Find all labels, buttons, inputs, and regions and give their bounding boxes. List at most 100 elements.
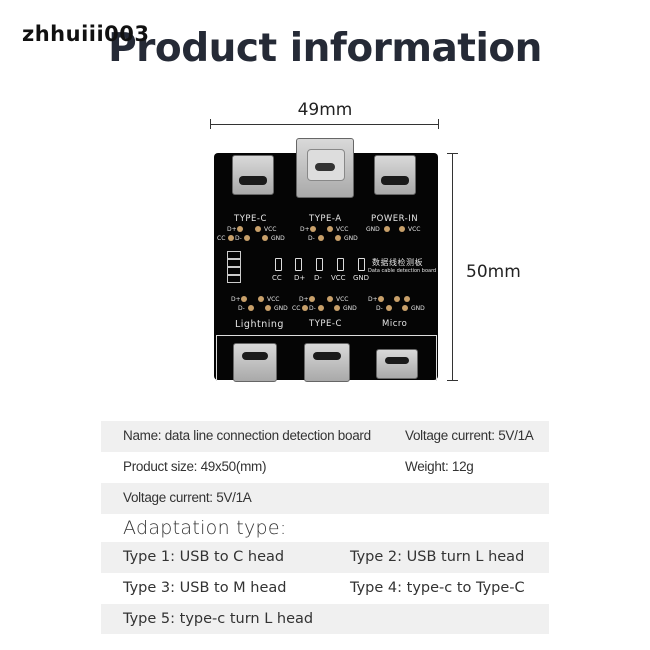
spec-name: Name: data line connection detection boa… xyxy=(123,428,371,443)
adaptation-type-2: Type 2: USB turn L head xyxy=(350,549,525,565)
pad xyxy=(309,296,315,302)
led-label: D+ xyxy=(294,274,306,282)
pin-label: GND xyxy=(344,235,358,242)
pad xyxy=(258,296,264,302)
adaptation-type-1: Type 1: USB to C head xyxy=(123,549,285,565)
adaptation-type-3: Type 3: USB to M head xyxy=(123,580,287,596)
pad xyxy=(318,235,324,241)
label-power-in: POWER-IN xyxy=(371,214,419,224)
adaptation-type-4: Type 4: type-c to Type-C xyxy=(350,580,525,596)
pad xyxy=(386,305,392,311)
height-dimension: 50mm xyxy=(466,262,521,282)
label-type-c-bottom: TYPE-C xyxy=(309,319,342,329)
label-type-c-top: TYPE-C xyxy=(234,214,267,224)
spec-voltage: Voltage current: 5V/1A xyxy=(405,428,534,443)
pad xyxy=(327,296,333,302)
pin-label: D- xyxy=(309,305,316,312)
pin-label: D+ xyxy=(368,296,378,303)
width-line xyxy=(211,124,439,125)
led-dplus xyxy=(295,258,302,271)
side-indicator xyxy=(227,267,241,275)
pad xyxy=(237,226,243,232)
pin-label: GND xyxy=(343,305,357,312)
power-in-port xyxy=(374,155,416,195)
label-lightning: Lightning xyxy=(235,319,284,330)
adaptation-row-1 xyxy=(101,542,549,573)
width-dimension: 49mm xyxy=(297,100,353,120)
page-title: Product information xyxy=(108,26,542,71)
pad xyxy=(327,226,333,232)
pad xyxy=(244,235,250,241)
pad xyxy=(265,305,271,311)
spec-row-1: Name: data line connection detection boa… xyxy=(101,421,549,452)
label-type-a: TYPE-A xyxy=(309,214,342,224)
pin-label: VCC xyxy=(336,226,349,233)
pin-label: VCC xyxy=(264,226,277,233)
adaptation-type-5: Type 5: type-c turn L head xyxy=(123,611,314,627)
pin-label: D- xyxy=(376,305,383,312)
label-micro: Micro xyxy=(382,319,408,329)
pad xyxy=(255,226,261,232)
type-c-port-top xyxy=(232,155,274,195)
pin-label: D- xyxy=(235,235,242,242)
pin-label: VCC xyxy=(408,226,421,233)
height-cap-bottom xyxy=(447,380,458,381)
pad xyxy=(228,235,234,241)
pad xyxy=(302,305,308,311)
pin-label: VCC xyxy=(336,296,349,303)
pad xyxy=(318,305,324,311)
pad xyxy=(384,226,390,232)
pad xyxy=(241,296,247,302)
pin-label: CC xyxy=(292,305,301,312)
adaptation-heading: Adaptation type: xyxy=(123,517,287,539)
width-cap-left xyxy=(210,119,211,129)
height-cap-top xyxy=(447,153,458,154)
height-line xyxy=(452,154,453,380)
led-vcc xyxy=(337,258,344,271)
pin-label: D+ xyxy=(227,226,237,233)
side-indicator xyxy=(227,259,241,267)
pad xyxy=(262,235,268,241)
width-cap-right xyxy=(438,119,439,129)
pad xyxy=(335,235,341,241)
pad xyxy=(310,226,316,232)
usb-a-port xyxy=(296,138,354,198)
led-label: CC xyxy=(272,274,282,282)
pad xyxy=(394,296,400,302)
led-label: GND xyxy=(353,274,370,282)
pin-label: VCC xyxy=(267,296,280,303)
spec-weight: Weight: 12g xyxy=(405,459,474,474)
led-label: VCC xyxy=(331,274,346,282)
watermark: zhhuiii003 xyxy=(22,22,150,46)
pad xyxy=(404,296,410,302)
pin-label: GND xyxy=(411,305,425,312)
pad xyxy=(402,305,408,311)
pad xyxy=(248,305,254,311)
pin-label: CC xyxy=(217,235,226,242)
led-gnd xyxy=(358,258,365,271)
bottom-port-bracket xyxy=(216,335,437,381)
lightning-port xyxy=(233,343,277,382)
micro-usb-port xyxy=(376,349,418,379)
pin-label: GND xyxy=(274,305,288,312)
pad xyxy=(378,296,384,302)
side-indicator xyxy=(227,275,241,283)
chinese-board-label: 数据线检测板 xyxy=(372,258,423,267)
english-board-label: Data cable detection board xyxy=(368,268,437,274)
pin-label: D- xyxy=(238,305,245,312)
side-indicator xyxy=(227,251,241,259)
spec-size: Product size: 49x50(mm) xyxy=(123,459,267,474)
spec-row-3: Voltage current: 5V/1A xyxy=(101,483,549,514)
led-dminus xyxy=(316,258,323,271)
led-label: D- xyxy=(314,274,322,282)
spec-voltage-2: Voltage current: 5V/1A xyxy=(123,490,252,505)
pad xyxy=(399,226,405,232)
detection-board-image: TYPE-C TYPE-A POWER-IN D+ VCC CC D- GND … xyxy=(214,138,438,382)
spec-row-2: Product size: 49x50(mm) Weight: 12g xyxy=(101,452,549,483)
pin-label: GND xyxy=(366,226,380,233)
pin-label: D+ xyxy=(300,226,310,233)
pad xyxy=(334,305,340,311)
pin-label: D+ xyxy=(299,296,309,303)
pin-label: GND xyxy=(271,235,285,242)
pin-label: D- xyxy=(308,235,315,242)
